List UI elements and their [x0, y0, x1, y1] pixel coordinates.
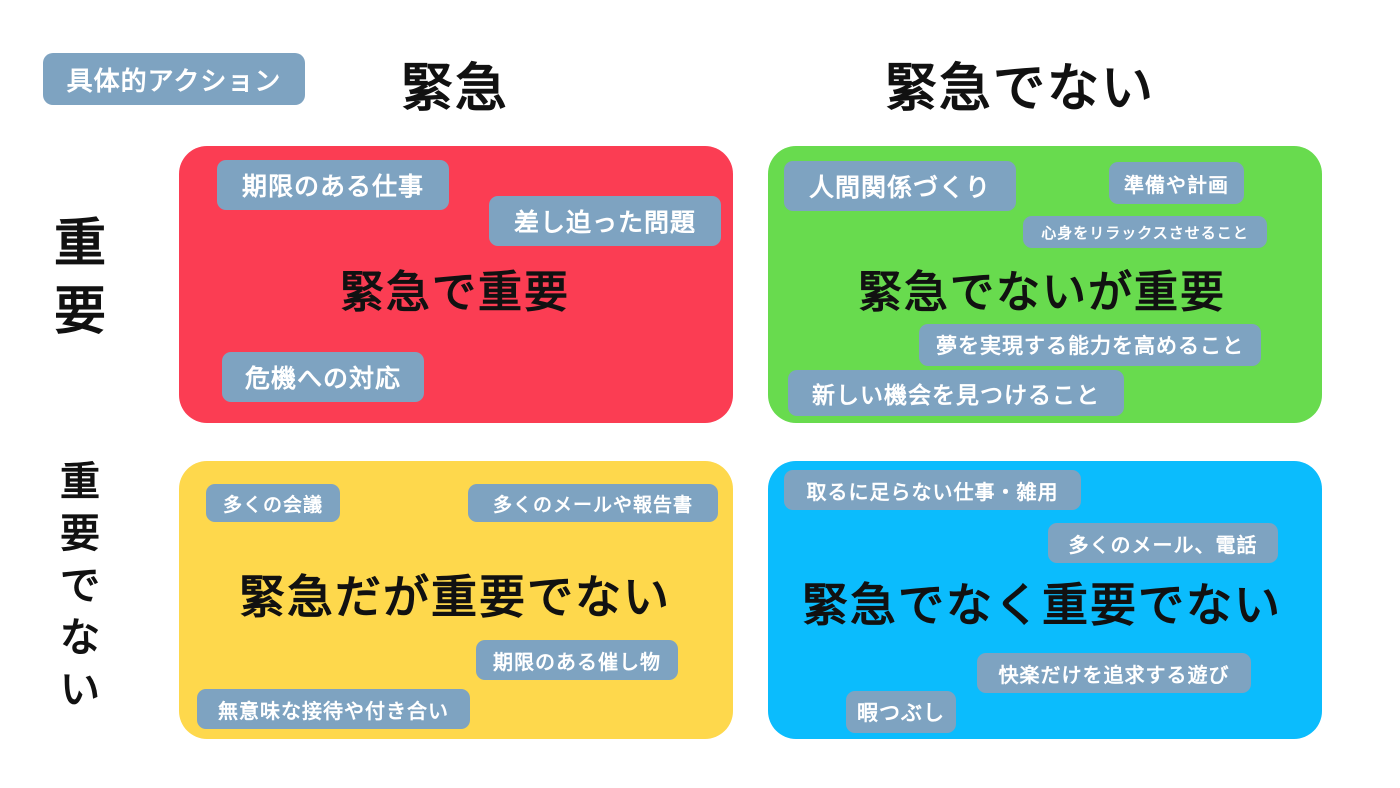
row-header-not-important-char: な	[60, 615, 100, 661]
task-chip: 暇つぶし	[846, 691, 956, 733]
task-chip: 新しい機会を見つけること	[788, 370, 1124, 416]
quadrant-title: 緊急でなく重要でない	[802, 578, 1282, 632]
task-chip: 快楽だけを追求する遊び	[977, 653, 1251, 693]
quadrant-title: 緊急だが重要でない	[239, 570, 671, 624]
task-chip: 期限のある仕事	[217, 160, 449, 210]
task-chip: 心身をリラックスさせること	[1023, 216, 1267, 248]
row-header-not-important: 重 要 で な い	[50, 462, 110, 710]
row-header-not-important-char: 要	[60, 511, 100, 557]
task-chip: 準備や計画	[1109, 162, 1244, 204]
quadrant-urgent-important: 期限のある仕事 差し迫った問題 緊急で重要 危機への対応	[179, 146, 733, 423]
quadrant-title: 緊急で重要	[340, 267, 570, 318]
task-chip: 人間関係づくり	[784, 161, 1016, 211]
quadrant-title: 緊急でないが重要	[858, 267, 1226, 318]
row-header-important-char: 重	[53, 214, 106, 274]
row-header-not-important-char: い	[60, 667, 100, 713]
row-header-not-important-char: で	[60, 563, 100, 609]
legend-badge: 具体的アクション	[43, 53, 305, 105]
task-chip: 差し迫った問題	[489, 196, 721, 246]
task-chip: 期限のある催し物	[476, 640, 678, 680]
quadrant-urgent-not-important: 多くの会議 多くのメールや報告書 緊急だが重要でない 期限のある催し物 無意味な…	[179, 461, 733, 739]
quadrant-not-urgent-important: 人間関係づくり 準備や計画 心身をリラックスさせること 緊急でないが重要 夢を実…	[768, 146, 1322, 423]
task-chip: 多くのメールや報告書	[468, 484, 718, 522]
task-chip: 無意味な接待や付き合い	[197, 689, 470, 729]
row-header-important: 重 要	[50, 218, 110, 338]
legend-label: 具体的アクション	[66, 66, 282, 97]
task-chip: 取るに足らない仕事・雑用	[784, 470, 1081, 510]
quadrant-not-urgent-not-important: 取るに足らない仕事・雑用 多くのメール、電話 緊急でなく重要でない 快楽だけを追…	[768, 461, 1322, 739]
column-header-urgent: 緊急	[400, 58, 509, 119]
task-chip: 多くの会議	[206, 484, 340, 522]
task-chip: 夢を実現する能力を高めること	[919, 324, 1261, 366]
row-header-important-char: 要	[53, 282, 106, 342]
task-chip: 多くのメール、電話	[1048, 523, 1278, 563]
task-chip: 危機への対応	[222, 352, 424, 402]
row-header-not-important-char: 重	[60, 459, 100, 505]
column-header-not-urgent: 緊急でない	[884, 58, 1155, 119]
